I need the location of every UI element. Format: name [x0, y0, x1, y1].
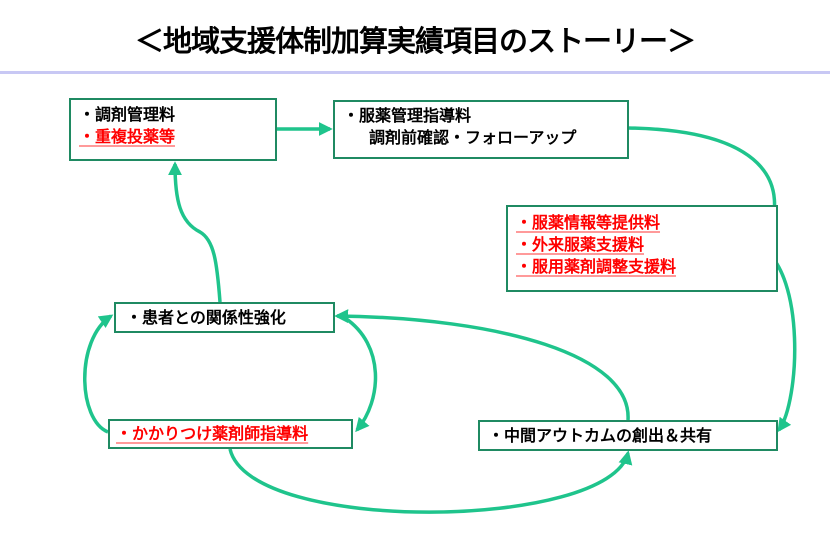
box-support-fees: ・服薬情報等提供料 ・外来服薬支援料 ・服用薬剤調整支援料 — [506, 205, 778, 292]
intermediate-outcome-text: ・中間アウトカムの創出＆共有 — [488, 426, 713, 445]
arrow-relationship-to-dispensing — [168, 161, 222, 303]
arrow-outcome-to-relationship — [334, 309, 630, 421]
duplicate-medication-item: ・重複投薬等 — [79, 127, 176, 146]
title-divider — [0, 71, 830, 74]
box-dispensing: ・調剤管理料 ・重複投薬等 — [69, 98, 277, 161]
page-title: ＜地域支援体制加算実績項目のストーリー＞ — [134, 24, 696, 58]
arrow-family-to-relationship — [83, 314, 114, 434]
box-family-pharmacist: ・かかりつけ薬剤師指導料 — [108, 419, 353, 449]
box-medication-guidance: ・服薬管理指導料 調剤前確認・フォローアップ — [333, 100, 629, 159]
arrow-relationship-to-family — [344, 316, 378, 433]
medication-adjustment-fee: ・服用薬剤調整支援料 — [516, 257, 677, 276]
family-pharmacist-fee: ・かかりつけ薬剤師指導料 — [116, 424, 309, 443]
outpatient-support-fee: ・外来服薬支援料 — [516, 235, 645, 254]
box-intermediate-outcome: ・中間アウトカムの創出＆共有 — [478, 420, 778, 451]
medication-guidance-fee: ・服薬管理指導料 — [343, 106, 472, 125]
arrow-family-to-outcome — [228, 448, 633, 514]
patient-relationship-text: ・患者との関係性強化 — [126, 308, 286, 327]
info-provision-fee: ・服薬情報等提供料 — [516, 213, 661, 232]
dispensing-management-fee: ・調剤管理料 — [79, 105, 176, 124]
pre-dispensing-followup: 調剤前確認・フォローアップ — [369, 128, 577, 147]
box-patient-relationship: ・患者との関係性強化 — [114, 302, 335, 333]
